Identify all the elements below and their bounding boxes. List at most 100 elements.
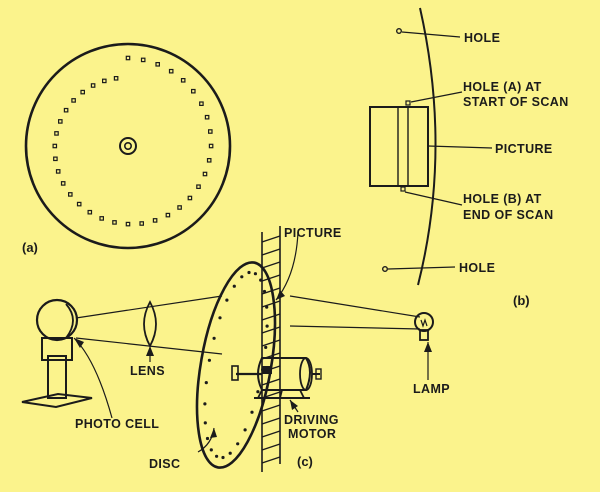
hole-b-label-line1: HOLE (B) AT <box>463 192 542 206</box>
motor-label-line1: DRIVING <box>284 413 339 427</box>
hole-top-marker <box>396 28 403 35</box>
disc-hole <box>187 195 193 201</box>
caption-a: (a) <box>22 240 38 255</box>
photo-cell-window <box>65 303 74 339</box>
caption-b: (b) <box>513 293 530 308</box>
driving-motor <box>231 357 322 399</box>
picture-label-b: PICTURE <box>495 142 553 156</box>
disc-label: DISC <box>149 457 180 471</box>
motor-terminal <box>262 366 272 374</box>
hole-a-marker <box>405 100 411 106</box>
photo-cell-bulb <box>35 298 79 342</box>
strip-rung <box>261 235 281 243</box>
disc-c-hole <box>265 324 269 328</box>
strip-rung <box>261 300 281 308</box>
picture-strip <box>261 226 281 472</box>
disc-hole <box>204 114 210 120</box>
disc-c-hole <box>209 448 213 452</box>
disc-c-hole <box>256 390 260 394</box>
lamp-filament <box>420 318 428 328</box>
lamp-base <box>419 329 429 341</box>
disc-c-hole <box>218 316 222 320</box>
strip-rung <box>261 326 281 334</box>
hole-bottom-marker <box>382 266 389 273</box>
strip-rung <box>261 430 281 438</box>
disc-hole <box>208 129 213 134</box>
disc-hole <box>155 61 161 67</box>
picture-label-c: PICTURE <box>284 226 342 240</box>
disc-hole <box>196 184 201 190</box>
disc-c-hole <box>203 421 207 425</box>
shaft-hub <box>231 365 239 381</box>
disc-hole <box>125 55 131 61</box>
strip-rung <box>261 248 281 256</box>
hole-b-marker <box>400 186 406 192</box>
hole-b-label-line2: END OF SCAN <box>463 208 554 222</box>
caption-c: (c) <box>297 454 313 469</box>
disc-hole <box>71 98 76 103</box>
lens <box>143 300 157 348</box>
photo-cell-arrowhead <box>74 338 84 348</box>
disc-c-hole <box>250 410 254 414</box>
strip-rung <box>261 404 281 412</box>
disc-hole <box>165 212 171 218</box>
disc-hole <box>99 216 105 221</box>
photo-cell-leader <box>73 337 113 419</box>
hole-b-leader <box>404 191 463 206</box>
disc-hole <box>90 83 96 88</box>
hole-top-label: HOLE <box>464 31 500 45</box>
disc-hole <box>101 78 107 84</box>
lamp-arrowhead <box>424 342 432 352</box>
strip-rung <box>261 443 281 451</box>
disc-hole <box>168 68 174 74</box>
picture-c-arrowhead <box>276 290 285 300</box>
disc-hole <box>87 209 93 215</box>
disc-hole <box>206 158 212 163</box>
disc-hole <box>57 119 63 124</box>
disc-hole <box>191 88 196 94</box>
panel-c: PICTURE LENS PHOTO CELL DISC DRIVING MOT… <box>21 226 450 472</box>
light-ray-upper-left <box>75 295 223 319</box>
scanning-disc-outline <box>24 42 232 250</box>
lens-shape <box>143 300 157 348</box>
disc-hole <box>199 101 204 107</box>
photo-cell-base <box>21 392 93 409</box>
lamp-bulb <box>414 312 434 332</box>
hole-a-label-line2: START OF SCAN <box>463 95 569 109</box>
strip-rung <box>261 261 281 269</box>
disc-hub-outer <box>119 137 137 155</box>
disc-c-hole <box>253 272 257 276</box>
disc-hole <box>152 218 158 223</box>
panel-a: (a) <box>22 42 232 255</box>
disc-c-hole <box>236 442 240 446</box>
motor-rear-knob <box>315 368 322 380</box>
disc-arrowhead <box>210 428 217 438</box>
strip-rung <box>261 339 281 347</box>
photo-cell-label: PHOTO CELL <box>75 417 159 431</box>
light-ray-lower-right <box>289 325 421 330</box>
disc-hole <box>54 131 59 136</box>
disc-c-hole <box>215 454 219 458</box>
disc-hole <box>208 143 214 149</box>
picture-leader <box>427 145 493 149</box>
disc-hole <box>67 192 73 197</box>
disc-c-hole <box>203 402 207 406</box>
disc-hole <box>125 221 131 227</box>
strip-rung <box>261 456 281 464</box>
disc-holes <box>203 270 269 460</box>
disc-hole <box>63 107 69 113</box>
disc-hole <box>55 169 61 174</box>
disc-hole <box>177 205 182 210</box>
disc-hole <box>139 221 145 226</box>
lamp-label: LAMP <box>413 382 450 396</box>
disc-c-hole <box>204 381 208 385</box>
disc-c-hole <box>240 275 244 279</box>
hole-a-leader <box>410 91 463 103</box>
disc-c-hole <box>221 455 225 460</box>
spiral-holes <box>52 55 214 227</box>
disc-c-hole <box>232 284 236 288</box>
strip-rung <box>261 287 281 295</box>
disc-hole <box>112 220 117 225</box>
